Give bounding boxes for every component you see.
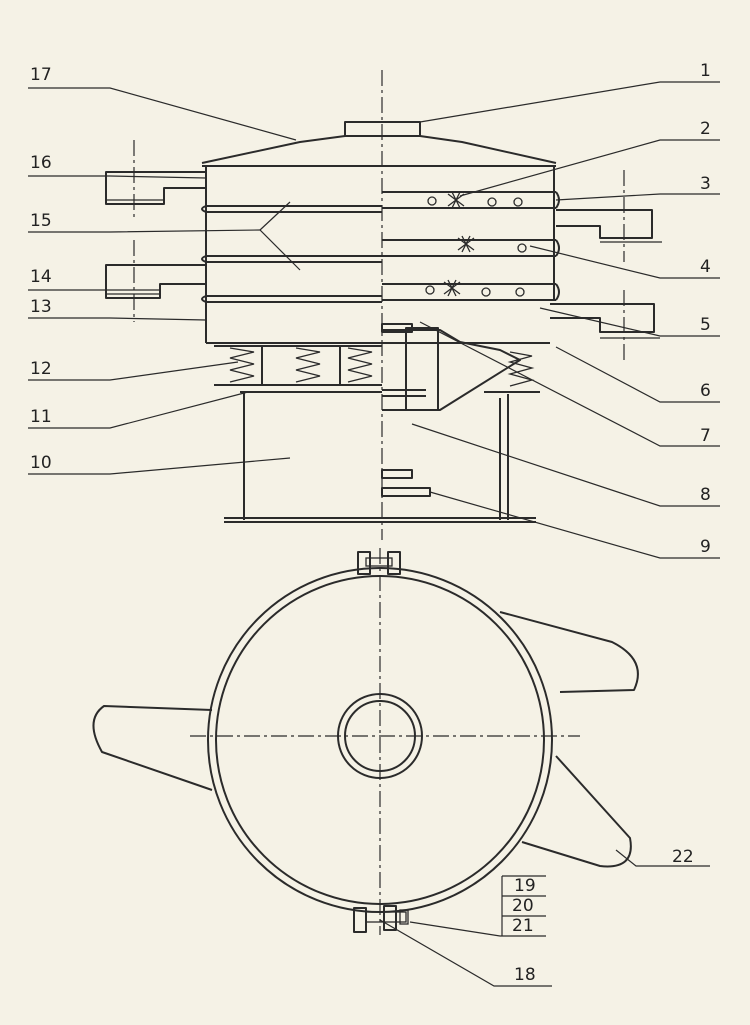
- right-discharge-outlets: [550, 170, 662, 360]
- callout-5: 5: [700, 315, 711, 335]
- top-cover: [201, 135, 557, 164]
- callout-12: 12: [30, 359, 52, 379]
- callout-20: 20: [512, 896, 534, 916]
- callout-11: 11: [30, 407, 52, 427]
- sieve-frames: [201, 166, 555, 344]
- feed-inlet: [344, 121, 421, 137]
- plan-leg-left: [92, 705, 213, 791]
- callout-6: 6: [700, 381, 711, 401]
- callout-2: 2: [700, 119, 711, 139]
- callout-17: 17: [30, 65, 52, 85]
- callout-21: 21: [512, 916, 534, 936]
- callout-1: 1: [700, 61, 711, 81]
- cleaning-ball-marks: [443, 191, 475, 297]
- callout-13: 13: [30, 297, 52, 317]
- callout-7: 7: [700, 426, 711, 446]
- plan-view: [92, 548, 639, 935]
- vibration-motor: [381, 323, 521, 411]
- plan-leg-upper-right: [499, 611, 639, 693]
- callout-10: 10: [30, 453, 52, 473]
- callout-16: 16: [30, 153, 52, 173]
- callout-18: 18: [514, 965, 536, 985]
- callout-3: 3: [700, 174, 711, 194]
- callout-4: 4: [700, 257, 711, 277]
- clamp-top: [357, 551, 401, 575]
- elevation-view: [105, 70, 662, 540]
- callout-15: 15: [30, 211, 52, 231]
- screen-decks: [382, 191, 560, 301]
- callout-numbers: 1 2 3 4 5 6 7 8 9 10 11 12 13 14 15 16 1…: [30, 61, 711, 985]
- callout-14: 14: [30, 267, 52, 287]
- clamp-bottom: [353, 905, 409, 933]
- callout-22: 22: [672, 847, 694, 867]
- plan-leg-lower-right: [521, 755, 632, 868]
- leader-lines: [28, 81, 720, 987]
- left-discharge-outlets: [105, 140, 206, 322]
- base-frame: [224, 391, 536, 523]
- support-springs: [214, 345, 540, 393]
- callout-19: 19: [514, 876, 536, 896]
- callout-8: 8: [700, 485, 711, 505]
- callout-9: 9: [700, 537, 711, 557]
